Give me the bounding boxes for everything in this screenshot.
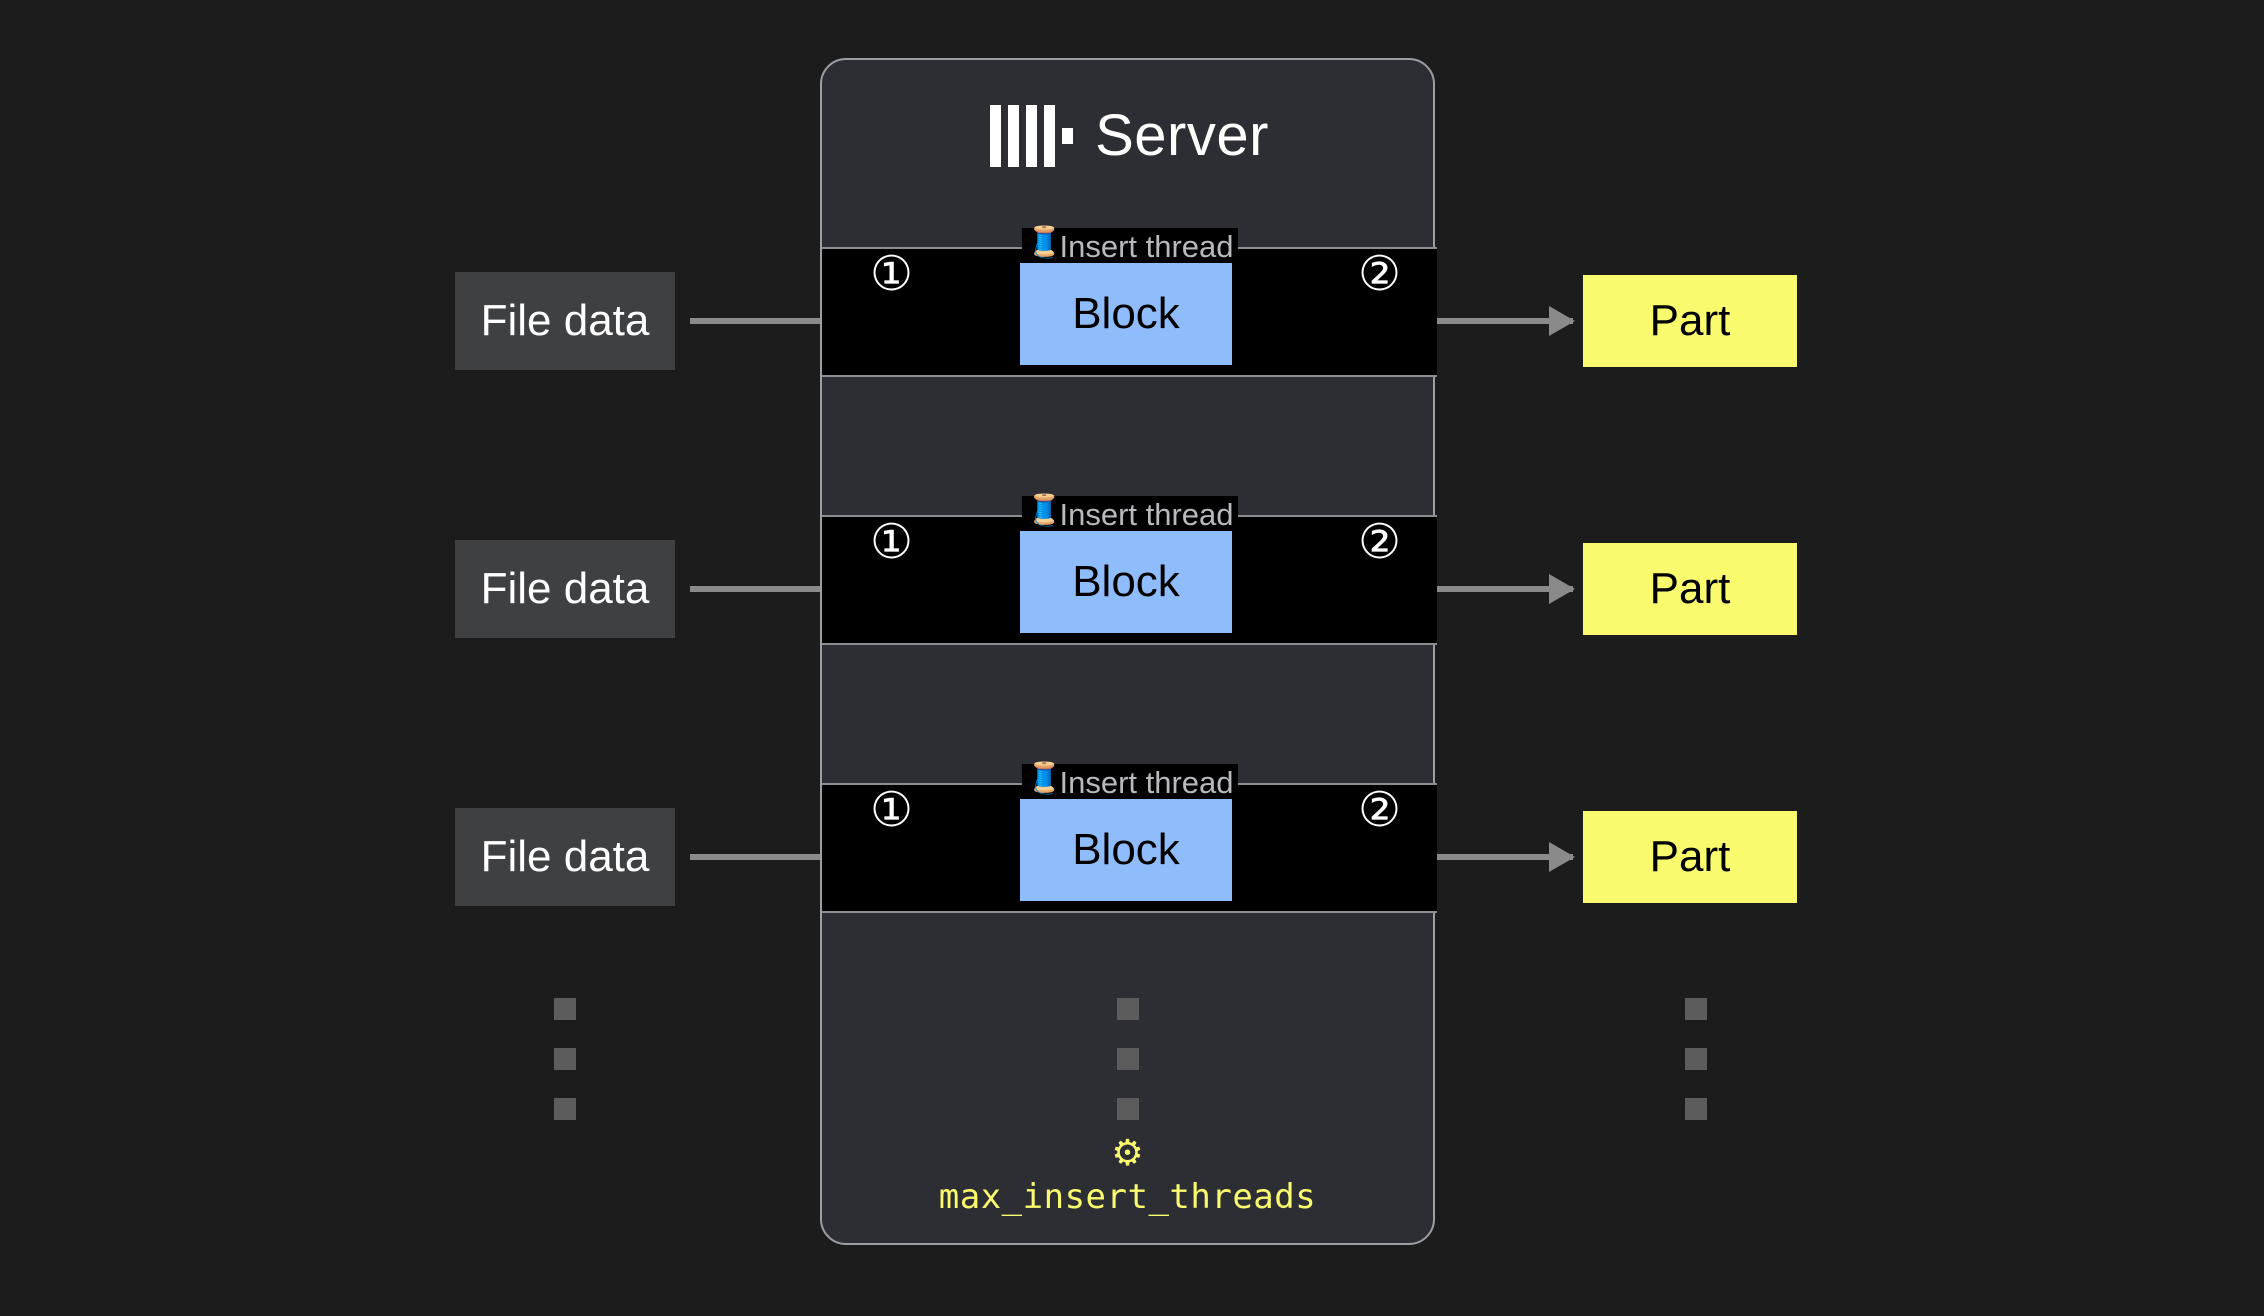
step-number-in: ① — [870, 248, 914, 301]
setting-annotation: ⚙ max_insert_threads — [820, 1132, 1435, 1218]
thread-spool-icon: 🧵 — [1025, 494, 1063, 527]
insert-thread-row: 🧵 Insert thread ① ② Block — [822, 228, 1437, 377]
part-box: Part — [1583, 543, 1797, 635]
step-number-out: ② — [1358, 784, 1402, 837]
file-data-box: File data — [455, 272, 675, 370]
file-data-label: File data — [480, 832, 650, 881]
insert-thread-legend: 🧵 Insert thread — [1021, 226, 1238, 264]
thread-spool-icon: 🧵 — [1025, 762, 1063, 795]
file-data-box: File data — [455, 540, 675, 638]
insert-thread-label: Insert thread — [1059, 764, 1234, 800]
insert-thread-row: 🧵 Insert thread ① ② Block — [822, 496, 1437, 645]
thread-spool-icon: 🧵 — [1025, 226, 1063, 259]
server-title: Server — [822, 102, 1437, 169]
step-number-out: ② — [1358, 248, 1402, 301]
vertical-ellipsis-icon — [1117, 998, 1139, 1120]
step-number-in: ① — [870, 784, 914, 837]
page-title: Server — [1095, 103, 1269, 168]
part-box: Part — [1583, 811, 1797, 903]
gear-icon: ⚙ — [1111, 1132, 1144, 1173]
insert-thread-legend: 🧵 Insert thread — [1021, 494, 1238, 532]
block-box: Block — [1020, 531, 1232, 633]
setting-name-label: max_insert_threads — [938, 1177, 1317, 1217]
block-label: Block — [1072, 825, 1180, 874]
insert-thread-legend: 🧵 Insert thread — [1021, 762, 1238, 800]
insert-thread-label: Insert thread — [1059, 228, 1234, 264]
part-label: Part — [1649, 296, 1731, 345]
block-box: Block — [1020, 799, 1232, 901]
part-label: Part — [1649, 832, 1731, 881]
block-label: Block — [1072, 557, 1180, 606]
file-data-label: File data — [480, 296, 650, 345]
file-data-label: File data — [480, 564, 650, 613]
vertical-ellipsis-icon — [554, 998, 576, 1120]
server-card: Server 🧵 Insert thread ① ② Block 🧵 Inser… — [820, 58, 1437, 1245]
file-data-box: File data — [455, 808, 675, 906]
block-box: Block — [1020, 263, 1232, 365]
step-number-out: ② — [1358, 516, 1402, 569]
part-box: Part — [1583, 275, 1797, 367]
vertical-ellipsis-icon — [1685, 998, 1707, 1120]
block-label: Block — [1072, 289, 1180, 338]
insert-thread-row: 🧵 Insert thread ① ② Block — [822, 764, 1437, 913]
clickhouse-logo-icon — [990, 104, 1074, 167]
step-number-in: ① — [870, 516, 914, 569]
insert-thread-label: Insert thread — [1059, 496, 1234, 532]
part-label: Part — [1649, 564, 1731, 613]
